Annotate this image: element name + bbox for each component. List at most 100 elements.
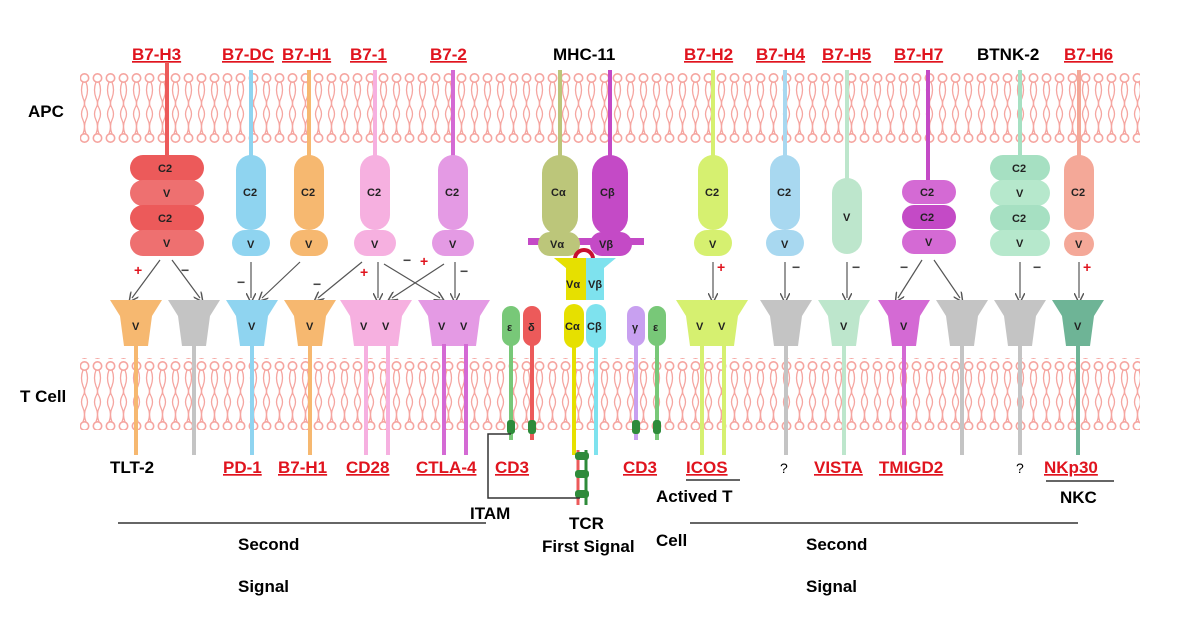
domain-v: V xyxy=(132,321,140,333)
ligand-b7-h5: V xyxy=(832,70,862,254)
domain-delta: δ xyxy=(528,322,535,334)
domain-c2: C2 xyxy=(158,163,172,175)
sign-plus: + xyxy=(717,259,725,275)
label-cell: Cell xyxy=(656,531,687,550)
label-itam: ITAM xyxy=(470,504,510,523)
domain-v: V xyxy=(1016,238,1024,250)
interaction-arrows xyxy=(132,259,1079,298)
domain-v: V xyxy=(709,239,717,251)
label-cd3-left[interactable]: CD3 xyxy=(495,458,529,477)
receptor-b7-h1: V xyxy=(284,300,336,455)
itam-motif xyxy=(528,420,536,434)
domain-v: V xyxy=(460,321,468,333)
label-b7-h2[interactable]: B7-H2 xyxy=(684,45,733,64)
label-b7-dc[interactable]: B7-DC xyxy=(222,45,274,64)
receptor-pd-1: V xyxy=(226,300,278,455)
receptor-vista: V xyxy=(818,300,870,455)
domain-cb: Cβ xyxy=(600,187,615,199)
domain-v: V xyxy=(382,321,390,333)
label-b7-2[interactable]: B7-2 xyxy=(430,45,467,64)
receptor-tmigd2: V xyxy=(878,300,930,455)
label-tmigd2[interactable]: TMIGD2 xyxy=(879,458,943,477)
itam-motif xyxy=(575,490,589,498)
sign-minus: − xyxy=(1033,259,1041,275)
domain-c2: C2 xyxy=(777,187,791,199)
domain-v: V xyxy=(781,239,789,251)
domain-v: V xyxy=(163,188,171,200)
domain-c2: C2 xyxy=(920,187,934,199)
label-cd28[interactable]: CD28 xyxy=(346,458,389,477)
domain-c2: C2 xyxy=(243,187,257,199)
domain-v: V xyxy=(248,321,256,333)
domain-ca: Cα xyxy=(551,187,566,199)
receptor-tlt-2: V xyxy=(110,300,162,455)
label-nkp30[interactable]: NKp30 xyxy=(1044,458,1098,477)
domain-c2: C2 xyxy=(158,213,172,225)
label-b7-h3[interactable]: B7-H3 xyxy=(132,45,181,64)
label-b7-h4[interactable]: B7-H4 xyxy=(756,45,806,64)
sign-minus: − xyxy=(313,276,321,292)
label-vista[interactable]: VISTA xyxy=(814,458,863,477)
label-b7-h6[interactable]: B7-H6 xyxy=(1064,45,1113,64)
domain-c2: C2 xyxy=(920,212,934,224)
ligand-b7-h3: C2 V C2 V xyxy=(130,62,204,256)
label-icos[interactable]: ICOS xyxy=(686,458,728,477)
itam-motif xyxy=(575,452,589,460)
domain-v: V xyxy=(371,239,379,251)
receptor-gray-1 xyxy=(168,300,220,455)
domain-c2: C2 xyxy=(1012,163,1026,175)
domain-v: V xyxy=(900,321,908,333)
tcell-membrane xyxy=(80,358,1140,430)
domain-gamma: γ xyxy=(632,322,639,334)
ligand-mhc-ii: Cα Cβ Vα Vβ xyxy=(528,70,644,270)
label-b7-h5[interactable]: B7-H5 xyxy=(822,45,871,64)
domain-v: V xyxy=(1075,239,1083,251)
receptor-gray-4 xyxy=(994,300,1046,455)
ligand-b7-h1: C2 V xyxy=(290,70,328,256)
label-b7-h1-bottom[interactable]: B7-H1 xyxy=(278,458,327,477)
ligand-b7-2: C2 V xyxy=(432,70,474,256)
label-pd-1[interactable]: PD-1 xyxy=(223,458,262,477)
receptor-icos: V V xyxy=(676,300,748,455)
label-btnk-2: BTNK-2 xyxy=(977,45,1039,64)
bottom-labels: TLT-2 PD-1 B7-H1 CD28 CTLA-4 CD3 CD3 ICO… xyxy=(110,458,1098,477)
apc-label: APC xyxy=(28,102,64,121)
domain-va: Vα xyxy=(550,239,564,251)
domain-v: V xyxy=(925,237,933,249)
label-b7-1[interactable]: B7-1 xyxy=(350,45,387,64)
sign-minus: − xyxy=(237,274,245,290)
domain-c2: C2 xyxy=(367,187,381,199)
domain-v: V xyxy=(449,239,457,251)
sign-minus: − xyxy=(852,259,860,275)
label-first-signal: First Signal xyxy=(542,537,635,556)
domain-v: V xyxy=(163,238,171,250)
ligand-btnk-2: C2 V C2 V xyxy=(990,70,1050,256)
domain-epsilon: ε xyxy=(653,322,659,334)
top-labels: B7-H3 B7-DC B7-H1 B7-1 B7-2 MHC-11 B7-H2… xyxy=(132,45,1113,64)
label-ctla-4[interactable]: CTLA-4 xyxy=(416,458,477,477)
receptor-cd3-right: γ ε xyxy=(627,306,666,440)
domain-v: V xyxy=(306,321,314,333)
domain-v: V xyxy=(247,239,255,251)
sign-plus: + xyxy=(360,264,368,280)
domain-c2: C2 xyxy=(445,187,459,199)
tcell-label: T Cell xyxy=(20,387,66,406)
ligand-b7-1: C2 V xyxy=(354,70,396,256)
label-b7-h7[interactable]: B7-H7 xyxy=(894,45,943,64)
sign-minus: − xyxy=(460,263,468,279)
itam-motif xyxy=(575,470,589,478)
sign-minus: − xyxy=(181,262,189,278)
label-cd3-right[interactable]: CD3 xyxy=(623,458,657,477)
sign-minus: − xyxy=(403,252,411,268)
sign-plus: + xyxy=(420,253,428,269)
domain-v: V xyxy=(1074,321,1082,333)
domain-cb: Cβ xyxy=(587,321,602,333)
domain-v: V xyxy=(305,239,313,251)
label-b7-h1-top[interactable]: B7-H1 xyxy=(282,45,331,64)
label-tcr: TCR xyxy=(569,514,604,533)
receptor-cd3-left: ε δ xyxy=(502,306,541,440)
label-mhc-11: MHC-11 xyxy=(553,45,615,64)
receptor-gray-2 xyxy=(760,300,812,455)
label-second-right: Second xyxy=(806,535,867,554)
